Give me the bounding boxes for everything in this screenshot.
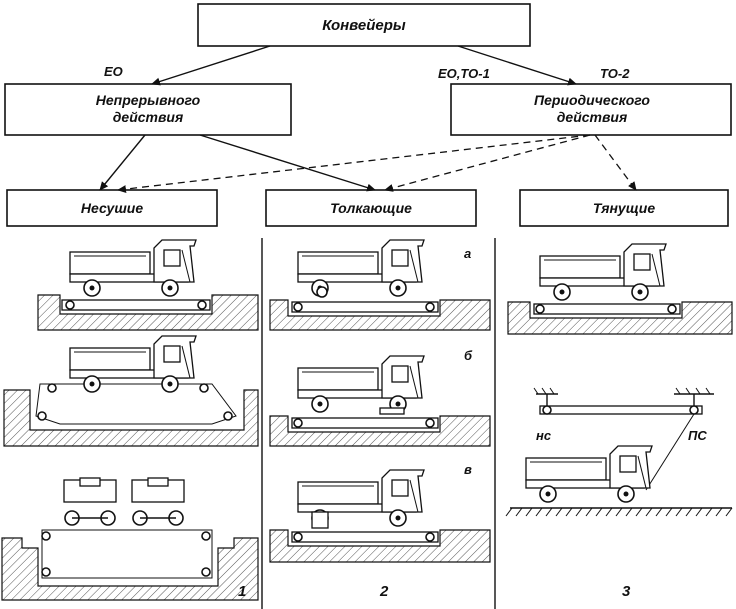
label-ps: ПС (688, 428, 707, 443)
column-number-1: 1 (238, 583, 246, 600)
arrow-continuous-pushing (199, 134, 376, 192)
column-number-2: 2 (379, 583, 389, 600)
carrying-scene-3 (1, 477, 259, 601)
label-ns: нс (536, 428, 552, 443)
label-eo-to1: ЕО,ТО-1 (438, 66, 490, 81)
sublabel-b: б (464, 348, 473, 363)
sublabel-v: в (464, 462, 472, 477)
pulling-scene-1 (507, 243, 733, 335)
carrying-text: Несушие (81, 200, 143, 216)
arrow-periodic-carrying (117, 134, 591, 194)
periodic-line2: действия (557, 109, 627, 125)
pushing-text: Толкающие (330, 200, 412, 216)
pulling-text: Тянущие (593, 200, 655, 216)
carrying-scene-2 (3, 335, 259, 447)
pushing-scene-b (269, 355, 491, 447)
pushing-scene-a (269, 239, 491, 331)
carrying-scene-1 (37, 239, 259, 331)
arrow-continuous-carrying (99, 134, 146, 191)
label-to2: ТО-2 (600, 66, 630, 81)
column-number-3: 3 (622, 583, 631, 600)
pushing-box (265, 189, 477, 227)
continuous-line2: действия (113, 109, 183, 125)
periodic-line1: Периодического (534, 92, 650, 108)
title-box (197, 3, 531, 47)
pushing-scene-v (269, 469, 491, 563)
arrow-to-periodic (457, 45, 577, 86)
label-eo: ЕО (104, 64, 123, 79)
continuous-line1: Непрерывного (96, 92, 201, 108)
title-text: Конвейеры (322, 17, 406, 34)
arrow-periodic-pulling (594, 134, 637, 191)
periodic-box (450, 83, 732, 136)
sublabel-a: а (464, 246, 471, 261)
arrow-to-continuous (151, 45, 271, 86)
pulling-scene-2 (505, 387, 733, 517)
continuous-box (4, 83, 292, 136)
carrying-box (6, 189, 218, 227)
pulling-box (519, 189, 729, 227)
arrow-periodic-pushing (384, 134, 591, 192)
